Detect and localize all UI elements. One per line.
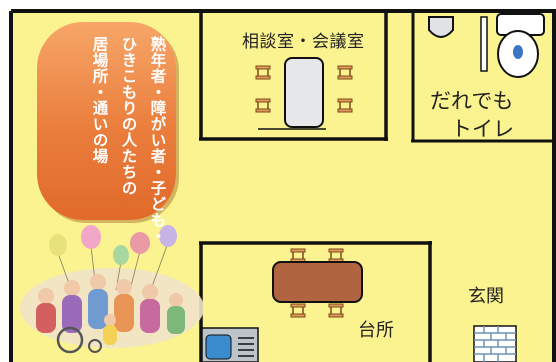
kitchen-table-set bbox=[272, 248, 363, 318]
entrance-label: 玄関 bbox=[468, 286, 504, 307]
entrance-brick bbox=[473, 325, 517, 362]
outer-wall bbox=[9, 9, 556, 362]
purpose-banner: 熟年者・障がい者・子ども・ ひきこもりの人たちの 居場所・通いの場 bbox=[37, 22, 176, 244]
kitchen-label: 台所 bbox=[358, 320, 394, 341]
toilet-wall bbox=[411, 11, 556, 143]
meeting-room-wall bbox=[199, 11, 388, 141]
banner-line-2: ひきこもりの人たちの bbox=[119, 36, 138, 196]
kitchen-sink bbox=[201, 327, 259, 362]
toilet-fixtures bbox=[428, 13, 545, 78]
toilet-label-line2: トイレ bbox=[451, 117, 514, 141]
toilet-label-line1: だれでも bbox=[430, 89, 514, 113]
meeting-room-label: 相談室・会議室 bbox=[242, 32, 365, 52]
meeting-table-set bbox=[255, 57, 353, 130]
people-illustration bbox=[20, 225, 204, 354]
banner-line-1: 熟年者・障がい者・子ども・ bbox=[148, 36, 167, 244]
banner-line-3: 居場所・通いの場 bbox=[90, 36, 109, 164]
